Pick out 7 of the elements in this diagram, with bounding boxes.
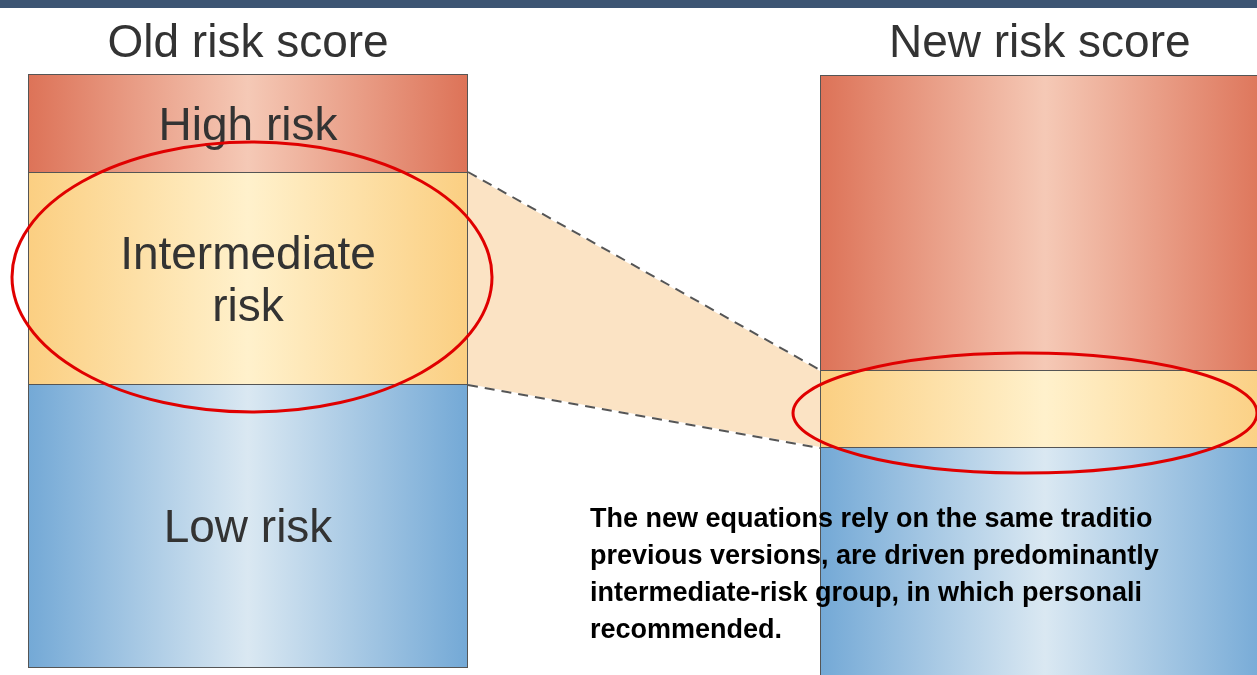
bar-title: New risk score — [889, 14, 1191, 68]
risk-segment — [820, 370, 1257, 448]
risk-segment — [820, 75, 1257, 371]
bar-title: Old risk score — [107, 14, 389, 68]
risk-segment: High risk — [28, 74, 468, 173]
risk-segment: Low risk — [28, 384, 468, 668]
risk-segment: Intermediate risk — [28, 172, 468, 385]
